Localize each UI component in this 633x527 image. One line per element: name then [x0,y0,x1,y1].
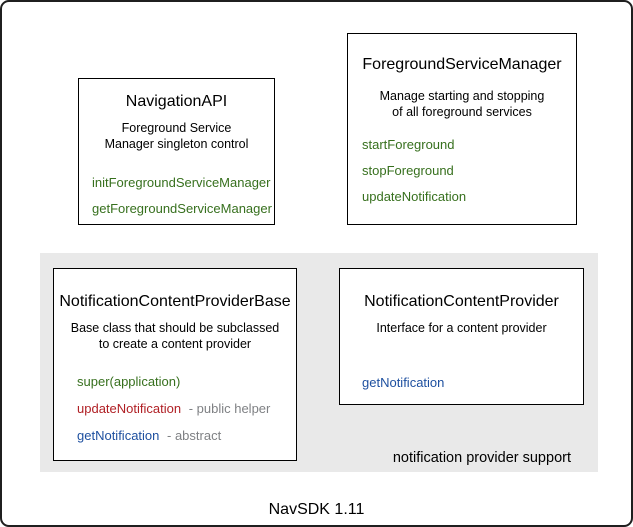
method-label: initForegroundServiceManager [92,175,271,190]
description-line: Base class that should be subclassed [70,321,280,335]
method-label: super(application) [77,374,181,389]
method-list: getNotification [340,374,583,391]
class-description-notification-content-provider-base: Base class that should be subclassed to … [54,321,296,352]
class-box-foreground-service-manager: ForegroundServiceManager Manage starting… [347,33,577,225]
method-label: startForeground [362,137,455,152]
class-box-navigation-api: NavigationAPI Foreground Service Manager… [78,78,275,225]
description-line: of all foreground services [392,104,532,119]
diagram-caption: NavSDK 1.11 [268,501,365,518]
method-label: getNotification [77,428,160,443]
class-title-navigation-api: NavigationAPI [125,93,228,110]
class-description-foreground-service-manager: Manage starting and stopping of all fore… [348,89,576,120]
method-super-application: super(application) [77,373,296,390]
method-note: - public helper [188,401,271,416]
method-label: updateNotification [362,189,467,204]
class-title-notification-content-provider-base: NotificationContentProviderBase [59,293,291,310]
description-line: Manage starting and stopping [379,89,545,103]
description-line: to create a content provider [98,336,252,351]
method-stop-foreground: stopForeground [362,162,576,179]
method-label: stopForeground [362,163,454,178]
class-description-notification-content-provider: Interface for a content provider [340,321,583,337]
class-title-foreground-service-manager: ForegroundServiceManager [362,56,562,73]
group-label-notification-provider-support: notification provider support [392,450,571,466]
class-description-navigation-api: Foreground Service Manager singleton con… [79,121,274,152]
method-init-foreground-service-manager: initForegroundServiceManager [92,174,274,191]
method-list: startForeground stopForeground updateNot… [348,136,576,205]
method-get-notification: getNotification [362,374,583,391]
method-label: getNotification [362,374,445,390]
method-note: - abstract [167,428,222,443]
method-list: super(application) updateNotification - … [54,373,296,444]
description-line: Foreground Service [121,121,232,135]
class-title-notification-content-provider: NotificationContentProvider [364,293,559,310]
description-line: Manager singleton control [104,136,249,151]
method-update-notification: updateNotification - public helper [77,400,296,417]
method-start-foreground: startForeground [362,136,576,153]
method-label: getForegroundServiceManager [92,201,272,216]
method-get-notification: getNotification - abstract [77,427,296,444]
method-update-notification: updateNotification [362,188,576,205]
class-box-notification-content-provider: NotificationContentProvider Interface fo… [339,268,584,405]
description-line: Interface for a content provider [376,321,547,335]
method-label: updateNotification [77,401,182,416]
method-list: initForegroundServiceManager getForegrou… [79,174,274,217]
class-box-notification-content-provider-base: NotificationContentProviderBase Base cla… [53,268,297,461]
method-get-foreground-service-manager: getForegroundServiceManager [92,200,274,217]
